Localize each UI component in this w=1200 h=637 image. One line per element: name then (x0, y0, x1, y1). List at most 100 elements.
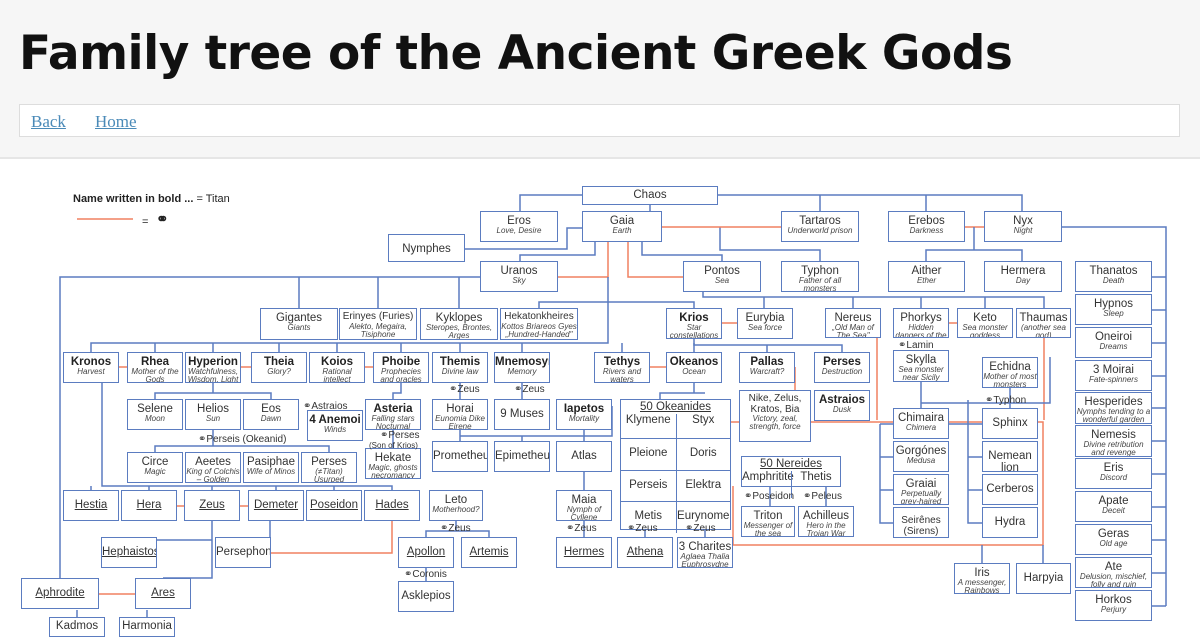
node-hera: Hera (121, 490, 177, 521)
node-name: Kyklopes (435, 312, 483, 324)
node-subtitle: Underworld prison (787, 226, 853, 236)
legend-equals: = (142, 216, 149, 228)
node-subtitle: Falling stars Nocturnal oracles (371, 414, 415, 430)
node-name: Kronos (70, 356, 112, 368)
node-name: Skylla (905, 354, 937, 366)
node-name: Typhon (801, 265, 839, 277)
node-name: Zeus (199, 499, 225, 511)
group-member: Perseis (621, 469, 676, 502)
node-name: Tethys (603, 356, 641, 368)
page-title: Family tree of the Ancient Greek Gods (19, 26, 1013, 81)
group-member: Pleione (621, 437, 676, 470)
node-name: Harmonia (122, 620, 172, 632)
node-subtitle: Hidden dangers of the deep (895, 323, 947, 338)
node-subtitle: Delusion, mischief, folly and ruin (1079, 572, 1148, 588)
node-subtitle: Death (1102, 276, 1125, 286)
node-subtitle: Sea monster goddess (962, 323, 1008, 338)
node-subtitle: Dusk (832, 405, 852, 415)
node-harpyia: Harpyia (1016, 563, 1071, 594)
node-zeus: Zeus (184, 490, 240, 521)
node-subtitle: Old age (1099, 539, 1128, 549)
spouse-label: ⚭Lamin (898, 340, 934, 351)
node-subtitle: Rivers and waters (602, 367, 642, 383)
node-name: Eurybia (745, 312, 785, 324)
node-subtitle: Mother of the Gods (131, 367, 179, 383)
node-name: Triton (753, 510, 783, 522)
node-name: Hekatonkheires (504, 311, 574, 322)
node-name: Nereus (834, 312, 872, 324)
node-name: Phoibe (381, 356, 421, 368)
node-subtitle: Wife of Minos (246, 467, 296, 477)
node-name: Mnemosyne (495, 356, 549, 368)
node-subtitle: Messenger of the sea (743, 521, 793, 537)
legend-bold-text: Name written in bold ... (73, 193, 194, 205)
node-name: Nyx (1013, 215, 1033, 227)
node-poseidon: Poseidon (306, 490, 362, 521)
node-subtitle: A messenger, Rainbows (957, 578, 1007, 594)
node-name: Asklepios (401, 590, 451, 602)
node-subtitle: Giants (287, 323, 311, 333)
node-chaos: Chaos (582, 186, 718, 205)
node-name: Horai (446, 403, 474, 415)
node-subtitle: Nymph of Cyllene (566, 505, 602, 521)
spouse-label: ⚭Coronis (404, 569, 447, 580)
back-link[interactable]: Back (31, 112, 66, 131)
node-name: Harpyia (1023, 572, 1064, 584)
group-member: Doris (675, 437, 730, 470)
node-hydra: Hydra (982, 507, 1038, 538)
node-asklepios: Asklepios (398, 581, 454, 612)
node-subtitle: Watchfulness, Wisdom, Light (187, 367, 239, 383)
node-kadmos: Kadmos (49, 617, 105, 637)
node-name: Thanatos (1089, 265, 1138, 277)
node-subtitle: Star constellations (669, 323, 719, 339)
node-name: Eos (261, 403, 281, 415)
node-subtitle: Perjury (1100, 605, 1127, 615)
node-subtitle: Sun (205, 414, 221, 424)
node-ares: Ares (135, 578, 191, 609)
group-member: Eurynome (675, 501, 730, 533)
node-name: Nike, Zelus, Kratos, Bia (748, 393, 802, 415)
node-demeter: Demeter (248, 490, 304, 521)
node-name: Geras (1097, 528, 1130, 540)
spouse-label: ⚭Zeus (685, 523, 716, 534)
node-persephone: Persephone (215, 537, 271, 568)
node-name: Rhea (140, 356, 170, 368)
node-name: Eros (507, 215, 531, 227)
node-name: Hera (136, 499, 162, 511)
node-name: Theia (263, 356, 295, 368)
node-subtitle: „Old Man of The Sea" (832, 323, 874, 338)
node-subtitle: Glory? (267, 367, 291, 377)
page-header: Family tree of the Ancient Greek Gods Ba… (0, 0, 1200, 159)
node-name: Aphrodite (35, 587, 85, 599)
spouse-label: ⚭Perseis (Okeanid) (198, 434, 287, 445)
node-subtitle: Divine retribution and revenge (1083, 440, 1144, 457)
node-subtitle: Darkness (909, 226, 944, 236)
node-name: Demeter (253, 499, 299, 511)
node-name: Hades (375, 499, 409, 511)
node-subtitle: Mortality (568, 414, 600, 424)
node-subtitle: (≠Titan) Usurped Aeetes (313, 467, 345, 483)
node-subtitle: Sea (714, 276, 730, 286)
node-name: Horkos (1095, 594, 1132, 606)
node-name: Kadmos (55, 620, 99, 632)
home-link[interactable]: Home (95, 112, 137, 131)
node-name: Nymphes (402, 243, 451, 255)
node-subtitle: Perpetually grey-haired women (900, 489, 942, 505)
node-nymphes: Nymphes (388, 234, 465, 262)
node-name: Themis (439, 356, 481, 368)
